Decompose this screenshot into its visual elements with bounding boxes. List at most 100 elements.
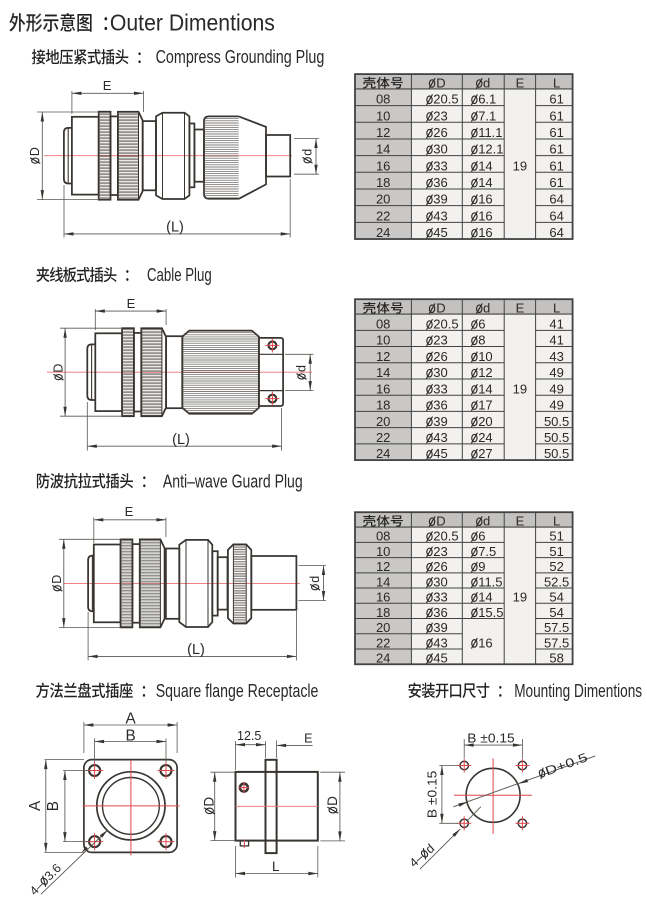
svg-text:d: d <box>294 365 308 372</box>
svg-text:52.5: 52.5 <box>544 574 569 589</box>
svg-text:22: 22 <box>376 430 390 445</box>
svg-text:16: 16 <box>478 192 492 207</box>
svg-text:Mounting Dimentions: Mounting Dimentions <box>514 681 642 701</box>
svg-text:Cable Plug: Cable Plug <box>147 265 212 285</box>
svg-text:58: 58 <box>549 651 563 666</box>
svg-text:20.5: 20.5 <box>433 92 458 107</box>
svg-text:20.5: 20.5 <box>433 529 458 544</box>
svg-text:A: A <box>125 711 136 728</box>
svg-text:6: 6 <box>478 529 485 544</box>
svg-text:6.1: 6.1 <box>478 92 496 107</box>
svg-text:d: d <box>308 576 322 583</box>
svg-text:(L): (L) <box>172 432 190 448</box>
svg-text:14: 14 <box>376 365 390 380</box>
svg-text:30: 30 <box>433 142 447 157</box>
svg-text:61: 61 <box>549 125 563 140</box>
svg-text:14: 14 <box>478 381 492 396</box>
svg-text:50.5: 50.5 <box>544 446 569 461</box>
svg-text:30: 30 <box>433 574 447 589</box>
svg-text:08: 08 <box>376 316 390 331</box>
svg-text:L: L <box>553 514 560 529</box>
svg-text:39: 39 <box>433 192 447 207</box>
svg-text:10: 10 <box>478 349 492 364</box>
svg-text:54: 54 <box>549 605 563 620</box>
svg-text:7.5: 7.5 <box>478 544 496 559</box>
svg-text:D: D <box>436 514 445 529</box>
svg-text:14: 14 <box>376 574 390 589</box>
svg-text:20: 20 <box>478 414 492 429</box>
svg-text:08: 08 <box>376 92 390 107</box>
svg-text:20: 20 <box>376 414 390 429</box>
svg-text:19: 19 <box>513 590 527 605</box>
svg-text:22: 22 <box>376 208 390 223</box>
svg-text:20: 20 <box>376 192 390 207</box>
svg-text:(L): (L) <box>187 642 205 658</box>
svg-text:43: 43 <box>433 430 447 445</box>
svg-text:61: 61 <box>549 92 563 107</box>
svg-text:B ±0.15: B ±0.15 <box>467 730 514 745</box>
svg-text:14: 14 <box>478 175 492 190</box>
svg-text:22: 22 <box>376 635 390 650</box>
svg-text:9: 9 <box>478 559 485 574</box>
svg-text:49: 49 <box>549 365 563 380</box>
svg-text:E: E <box>516 301 525 316</box>
svg-text:E: E <box>125 504 134 519</box>
svg-text:64: 64 <box>549 225 563 240</box>
svg-text:39: 39 <box>433 620 447 635</box>
svg-text:51: 51 <box>549 544 563 559</box>
svg-text:15.5: 15.5 <box>478 605 503 620</box>
svg-text:E: E <box>127 296 136 311</box>
svg-text:E: E <box>304 731 312 745</box>
svg-text:18: 18 <box>376 398 390 413</box>
svg-text:49: 49 <box>549 398 563 413</box>
svg-text:D: D <box>436 75 445 90</box>
svg-text:50.5: 50.5 <box>544 414 569 429</box>
svg-text:D: D <box>51 364 65 373</box>
svg-text:10: 10 <box>376 108 390 123</box>
svg-text:64: 64 <box>549 192 563 207</box>
svg-text:E: E <box>516 75 525 90</box>
svg-text:51: 51 <box>549 529 563 544</box>
svg-text:11.5: 11.5 <box>478 574 502 589</box>
svg-text:18: 18 <box>376 175 390 190</box>
svg-text:Anti–wave Guard Plug: Anti–wave Guard Plug <box>163 471 303 491</box>
svg-text:11.1: 11.1 <box>478 125 502 140</box>
svg-text:10: 10 <box>376 544 390 559</box>
svg-text:23: 23 <box>433 333 447 348</box>
svg-text:14: 14 <box>376 142 390 157</box>
svg-text:36: 36 <box>433 398 447 413</box>
svg-text:18: 18 <box>376 605 390 620</box>
svg-text:54: 54 <box>549 590 563 605</box>
svg-text:12: 12 <box>376 125 390 140</box>
svg-text:23: 23 <box>433 544 447 559</box>
svg-text:52: 52 <box>549 559 563 574</box>
svg-text:45: 45 <box>433 225 447 240</box>
svg-text:16: 16 <box>376 590 390 605</box>
svg-text:49: 49 <box>549 381 563 396</box>
svg-text:43: 43 <box>549 349 563 364</box>
svg-text:57.5: 57.5 <box>544 635 569 650</box>
svg-text:23: 23 <box>433 108 447 123</box>
svg-text:7.1: 7.1 <box>478 108 496 123</box>
svg-text:(L): (L) <box>166 220 184 236</box>
svg-text:16: 16 <box>376 381 390 396</box>
svg-text:19: 19 <box>513 158 527 173</box>
svg-text:12.5: 12.5 <box>237 729 261 743</box>
svg-text:d: d <box>300 149 314 156</box>
svg-text:36: 36 <box>433 605 447 620</box>
svg-text:33: 33 <box>433 158 447 173</box>
svg-text:14: 14 <box>478 158 492 173</box>
svg-text:D: D <box>28 147 42 156</box>
svg-text:B: B <box>125 727 135 744</box>
svg-text:10: 10 <box>376 333 390 348</box>
svg-text:45: 45 <box>433 651 447 666</box>
svg-text:16: 16 <box>478 208 492 223</box>
svg-text:36: 36 <box>433 175 447 190</box>
svg-text:61: 61 <box>549 175 563 190</box>
svg-text:Compress Grounding Plug: Compress Grounding Plug <box>156 47 325 67</box>
svg-text:12: 12 <box>376 349 390 364</box>
svg-text:d: d <box>483 514 490 529</box>
svg-text:41: 41 <box>549 316 563 331</box>
svg-text:61: 61 <box>549 142 563 157</box>
svg-text:D: D <box>325 796 340 806</box>
